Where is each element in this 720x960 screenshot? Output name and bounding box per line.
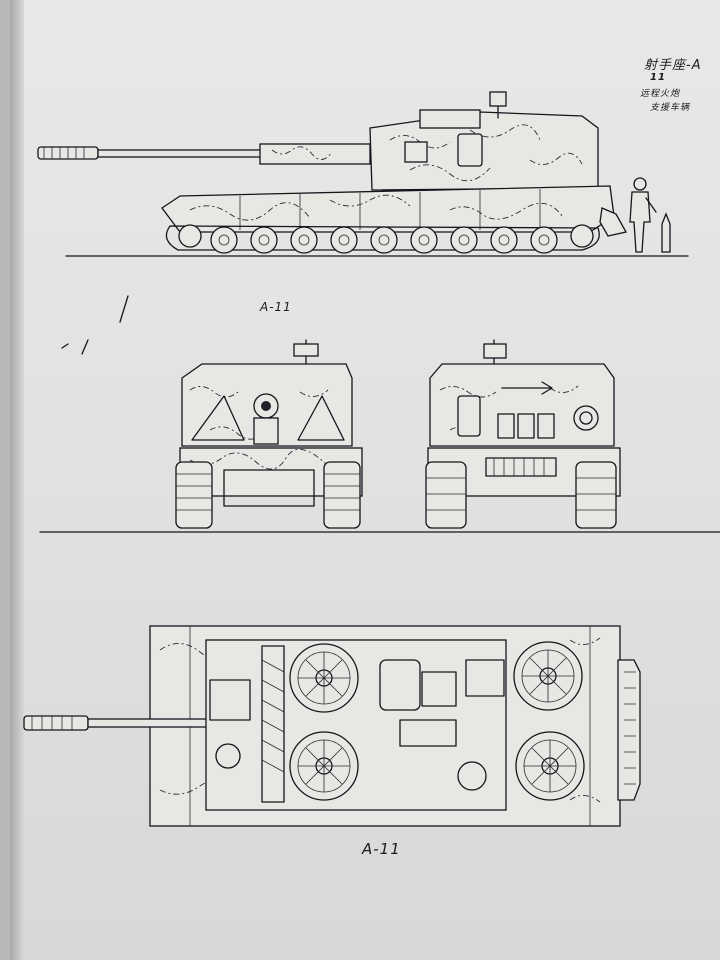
sketch-paper: 射手座-A 11 远程火炮 支援车辆 A-11 A-11: [10, 0, 720, 960]
front-right-track: [323, 461, 361, 529]
rear-left-track: [425, 461, 467, 529]
top-rear-spade: [617, 659, 641, 801]
front-lower-plate: [223, 469, 315, 507]
rear-right-track: [575, 461, 617, 529]
top-gun-barrel: [87, 718, 209, 728]
gun-mantlet: [259, 143, 371, 165]
top-view-drawing: [23, 625, 641, 827]
turret-hatch-box: [404, 141, 428, 163]
gun-barrel: [97, 149, 269, 158]
rear-crate-2: [517, 413, 535, 439]
gun-mount-front: [253, 417, 279, 445]
top-sensor-box: [421, 671, 457, 707]
tank-drawings: [23, 91, 720, 827]
front-view-drawing: [39, 339, 720, 533]
rear-crate-3: [537, 413, 555, 439]
cupola: [419, 109, 481, 129]
artillery-shell: [661, 212, 671, 253]
top-fan-rear-right: [515, 731, 585, 801]
rear-crate-1: [497, 413, 515, 439]
vehicle-role-note-line2: 支援车辆: [650, 103, 691, 113]
vehicle-number-note: 11: [650, 72, 666, 83]
hull: [161, 185, 615, 233]
page-fold-shadow: [10, 0, 24, 960]
rear-radar: [483, 343, 507, 359]
top-fan-front-left: [289, 643, 359, 713]
front-armor-left-triangle: [191, 395, 245, 441]
side-view-label: A-11: [260, 300, 292, 314]
radar-antenna: [489, 91, 507, 107]
top-center-panel: [261, 645, 285, 803]
top-left-box: [209, 679, 251, 721]
soldier-figure: [629, 177, 671, 253]
top-fan-rear-left: [289, 731, 359, 801]
rear-grille: [485, 457, 557, 477]
front-left-track: [175, 461, 213, 529]
rear-arrow-marking: [501, 381, 553, 395]
top-gunner-hatch: [457, 761, 487, 791]
pen-marks: [61, 295, 129, 355]
turret: [369, 111, 599, 191]
rear-hatch: [457, 395, 481, 437]
side-road-wheels: [178, 224, 594, 254]
rear-view-drawing: [425, 339, 621, 529]
vehicle-role-note-line1: 远程火炮: [640, 89, 681, 99]
top-fan-front-right: [513, 641, 583, 711]
turret-side-box: [457, 133, 483, 167]
top-periscope: [215, 743, 241, 769]
top-hatched-panel: [465, 659, 505, 697]
vehicle-name-note: 射手座-A: [644, 58, 702, 73]
top-commander-hatch: [379, 659, 421, 711]
side-view-drawing: [37, 91, 689, 257]
rear-cable-reel: [573, 405, 599, 431]
top-ammo-rack: [399, 719, 457, 747]
top-view-label: A-11: [362, 840, 401, 858]
top-muzzle-brake: [23, 715, 89, 731]
front-radar: [293, 343, 319, 357]
side-track: [165, 225, 600, 251]
rear-spade: [599, 207, 627, 237]
front-armor-right-triangle: [297, 395, 345, 441]
